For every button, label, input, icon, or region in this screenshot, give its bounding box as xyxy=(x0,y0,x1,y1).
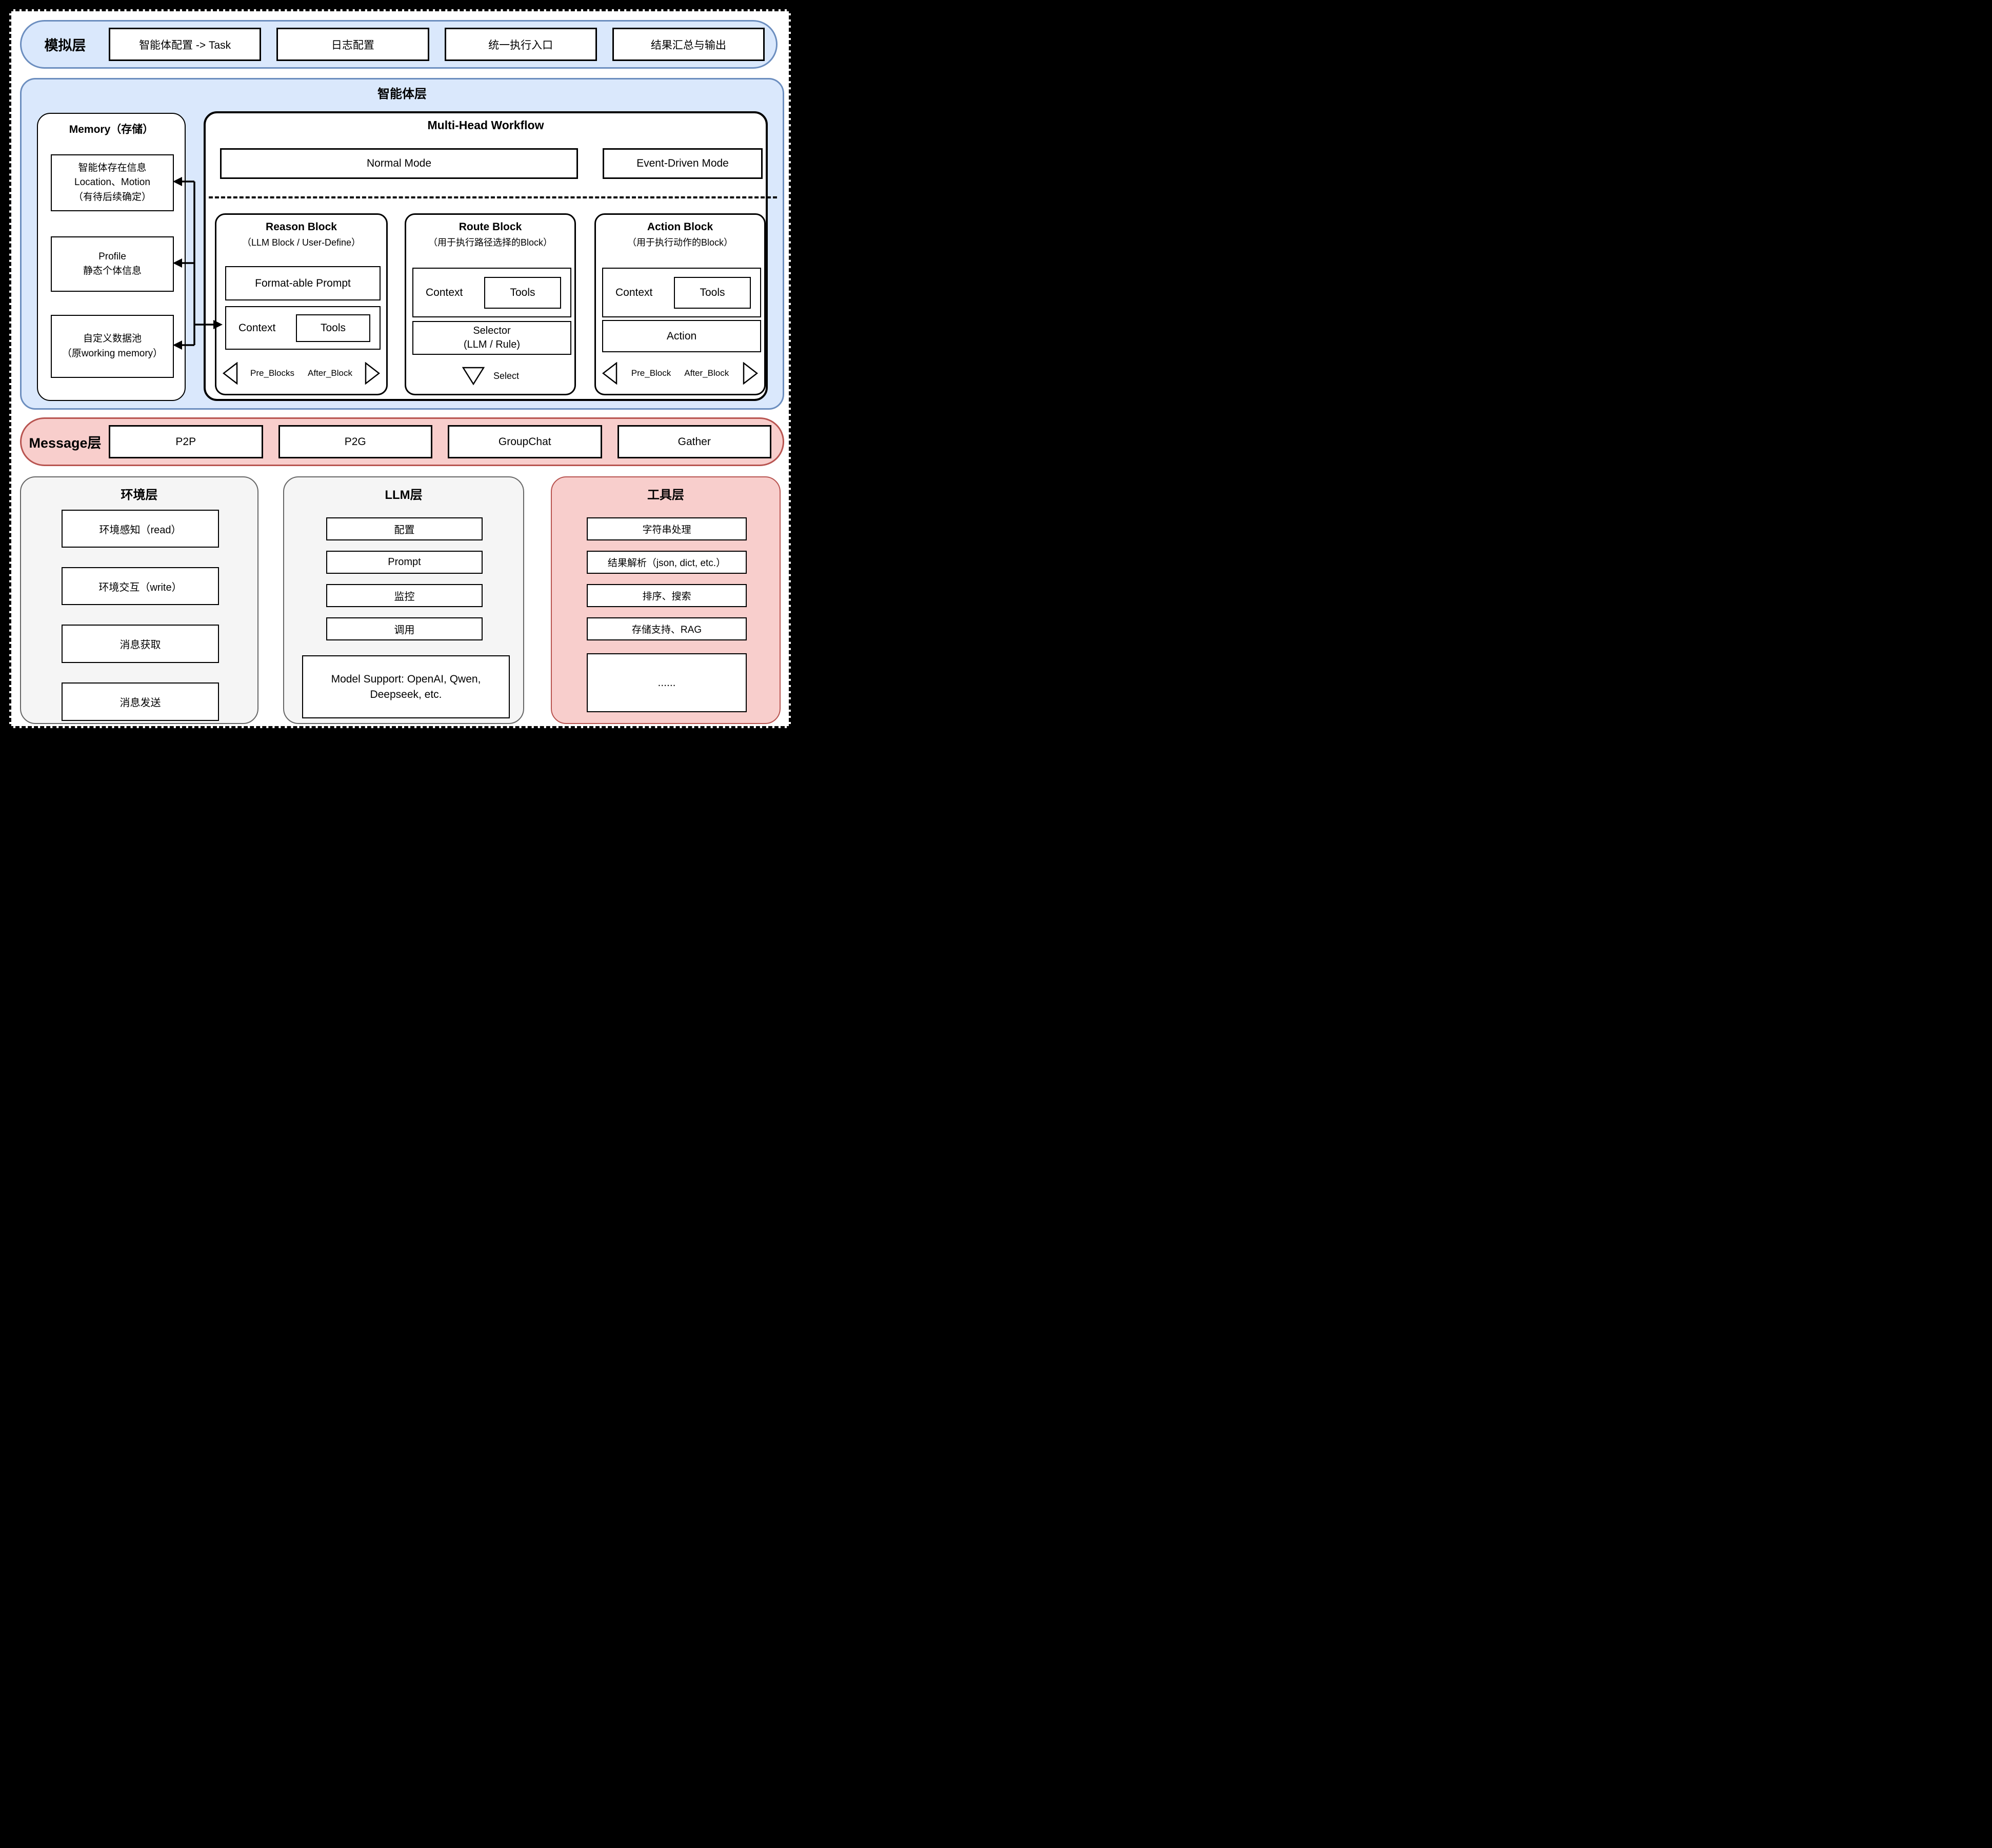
selector-box: Selector (LLM / Rule) xyxy=(412,321,571,355)
action-tools-box: Tools xyxy=(674,276,751,309)
reason-block: Reason Block （LLM Block / User-Define） F… xyxy=(215,213,388,395)
route-block-footer: Select xyxy=(406,366,574,386)
sim-box-log-config: 日志配置 xyxy=(276,28,429,61)
formatable-prompt-box: Format-able Prompt xyxy=(225,266,381,300)
route-tools-box: Tools xyxy=(484,276,561,309)
tool-box-more-dots: ...... xyxy=(587,653,747,712)
action-box: Action xyxy=(602,320,761,352)
action-context-label: Context xyxy=(615,286,653,298)
reason-context-label: Context xyxy=(238,322,276,334)
route-block-title: Route Block xyxy=(459,221,522,233)
simulation-layer-band: 模拟层 智能体配置 -> Task 日志配置 统一执行入口 结果汇总与输出 xyxy=(20,20,778,69)
tool-box-storage-rag: 存储支持、RAG xyxy=(587,617,747,640)
agent-layer-title: 智能体层 xyxy=(377,87,427,101)
llm-model-support-box: Model Support: OpenAI, Qwen, Deepseek, e… xyxy=(302,655,510,718)
agent-layer: 智能体层 Memory（存储） 智能体存在信息 Location、Motion … xyxy=(20,78,784,410)
message-box-p2g: P2G xyxy=(278,425,432,458)
action-footer-labels: Pre_Block After_Block xyxy=(631,368,729,378)
memory-title: Memory（存储） xyxy=(69,124,154,135)
llm-box-monitor: 监控 xyxy=(326,584,483,607)
tool-box-string-processing: 字符串处理 xyxy=(587,517,747,540)
message-layer-band: Message层 P2P P2G GroupChat Gather xyxy=(20,417,784,466)
tool-box-result-parsing: 结果解析（json, dict, etc.） xyxy=(587,551,747,574)
reason-block-footer: Pre_Blocks After_Block xyxy=(223,360,380,387)
message-layer-label: Message层 xyxy=(29,435,102,451)
message-box-groupchat: GroupChat xyxy=(448,425,602,458)
select-label: Select xyxy=(493,370,520,381)
diagram-canvas: 模拟层 智能体配置 -> Task 日志配置 统一执行入口 结果汇总与输出 智能… xyxy=(9,9,791,728)
after-block-triangle-icon xyxy=(365,362,380,385)
route-context-box: Context Tools xyxy=(412,268,571,317)
message-layer-boxes: P2P P2G GroupChat Gather xyxy=(109,425,771,458)
workflow-title: Multi-Head Workflow xyxy=(427,118,544,132)
reason-context-box: Context Tools xyxy=(225,306,381,350)
after-block-label-2: After_Block xyxy=(684,368,729,378)
llm-box-config: 配置 xyxy=(326,517,483,540)
llm-layer-title: LLM层 xyxy=(385,488,423,502)
after-block-triangle-icon-2 xyxy=(743,362,758,385)
env-box-interact-write: 环境交互（write） xyxy=(62,567,219,605)
diagram-screen: 模拟层 智能体配置 -> Task 日志配置 统一执行入口 结果汇总与输出 智能… xyxy=(0,0,797,739)
action-block: Action Block （用于执行动作的Block） Context Tool… xyxy=(594,213,766,395)
sim-box-agent-config-task: 智能体配置 -> Task xyxy=(109,28,262,61)
tool-box-sort-search: 排序、搜索 xyxy=(587,584,747,607)
memory-item-existence: 智能体存在信息 Location、Motion （有待后续确定） xyxy=(51,154,174,211)
normal-mode-box: Normal Mode xyxy=(220,148,578,179)
reason-block-title: Reason Block xyxy=(266,221,337,233)
event-driven-mode-box: Event-Driven Mode xyxy=(603,148,763,179)
tool-layer-title: 工具层 xyxy=(647,488,684,502)
reason-footer-labels: Pre_Blocks After_Block xyxy=(250,368,352,378)
route-block: Route Block （用于执行路径选择的Block） Context Too… xyxy=(405,213,576,395)
workflow-panel: Multi-Head Workflow Normal Mode Event-Dr… xyxy=(204,111,777,401)
llm-box-prompt: Prompt xyxy=(326,551,483,574)
action-block-footer: Pre_Block After_Block xyxy=(602,360,758,387)
simulation-layer-boxes: 智能体配置 -> Task 日志配置 统一执行入口 结果汇总与输出 xyxy=(109,28,765,61)
reason-block-subtitle: （LLM Block / User-Define） xyxy=(242,237,361,248)
action-block-title: Action Block xyxy=(647,221,713,233)
llm-box-invoke: 调用 xyxy=(326,617,483,640)
sim-box-result-output: 结果汇总与输出 xyxy=(612,28,765,61)
simulation-layer-label: 模拟层 xyxy=(44,38,86,53)
pre-block-label: Pre_Block xyxy=(631,368,671,378)
llm-layer: LLM层 配置 Prompt 监控 调用 Model Support: Open… xyxy=(283,476,524,724)
pre-blocks-triangle-icon xyxy=(223,362,238,385)
message-box-gather: Gather xyxy=(617,425,771,458)
env-box-perceive-read: 环境感知（read） xyxy=(62,510,219,548)
route-context-label: Context xyxy=(426,286,463,298)
env-box-message-fetch: 消息获取 xyxy=(62,625,219,663)
memory-panel: Memory（存储） 智能体存在信息 Location、Motion （有待后续… xyxy=(37,113,186,401)
env-box-message-send: 消息发送 xyxy=(62,682,219,721)
action-block-subtitle: （用于执行动作的Block） xyxy=(627,237,733,248)
route-block-subtitle: （用于执行路径选择的Block） xyxy=(428,237,552,248)
environment-layer: 环境层 环境感知（read） 环境交互（write） 消息获取 消息发送 xyxy=(20,476,258,724)
pre-block-triangle-icon xyxy=(602,362,617,385)
environment-layer-title: 环境层 xyxy=(121,488,158,502)
mode-divider-dashed-line xyxy=(209,196,777,198)
after-block-label: After_Block xyxy=(308,368,352,378)
tool-layer: 工具层 字符串处理 结果解析（json, dict, etc.） 排序、搜索 存… xyxy=(551,476,781,724)
reason-tools-box: Tools xyxy=(296,314,370,342)
select-down-triangle-icon xyxy=(462,367,485,386)
message-box-p2p: P2P xyxy=(109,425,263,458)
action-context-box: Context Tools xyxy=(602,268,761,317)
pre-blocks-label: Pre_Blocks xyxy=(250,368,295,378)
sim-box-unified-entry: 统一执行入口 xyxy=(444,28,597,61)
memory-item-profile: Profile 静态个体信息 xyxy=(51,236,174,292)
memory-item-data-pool: 自定义数据池 （原working memory） xyxy=(51,315,174,378)
